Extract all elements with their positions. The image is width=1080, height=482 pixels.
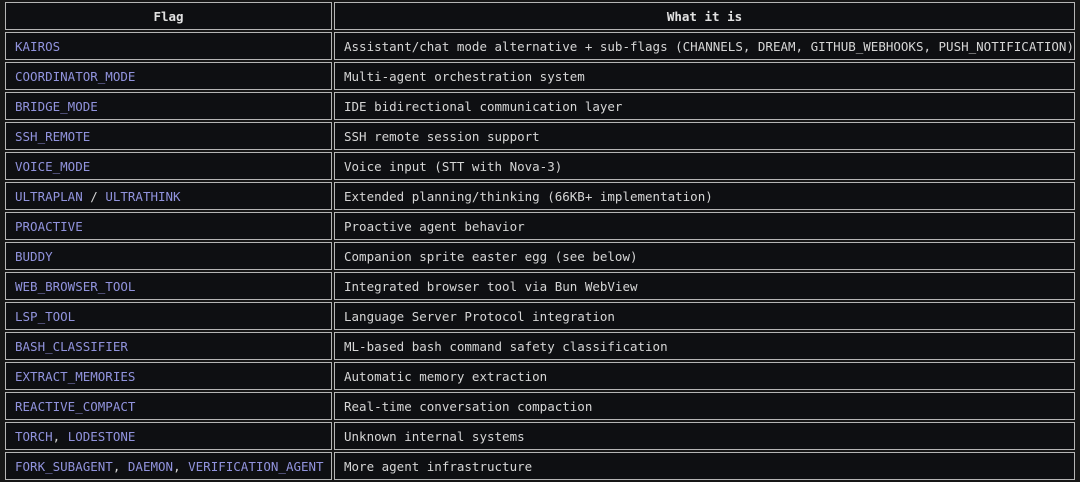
flag-name: DAEMON	[127, 458, 174, 474]
table-row: BRIDGE_MODE IDE bidirectional communicati…	[5, 92, 1075, 120]
table-row: BUDDY Companion sprite easter egg (see be…	[5, 242, 1075, 270]
description-cell: Companion sprite easter egg (see below)	[334, 242, 1075, 270]
flag-cell: BUDDY	[5, 242, 332, 270]
flag-cell: BRIDGE_MODE	[5, 92, 332, 120]
flag-name: PROACTIVE	[15, 218, 83, 234]
table-row: SSH_REMOTE SSH remote session support	[5, 122, 1075, 150]
flag-cell: FORK_SUBAGENT, DAEMON, VERIFICATION_AGEN…	[5, 452, 332, 480]
table-row: BASH_CLASSIFIER ML-based bash command saf…	[5, 332, 1075, 360]
table-row: WEB_BROWSER_TOOL Integrated browser tool …	[5, 272, 1075, 300]
table-row: VOICE_MODE Voice input (STT with Nova-3)	[5, 152, 1075, 180]
description-cell: Assistant/chat mode alternative + sub-fl…	[334, 32, 1075, 60]
description-cell: IDE bidirectional communication layer	[334, 92, 1075, 120]
description-cell: Automatic memory extraction	[334, 362, 1075, 390]
description-cell: Integrated browser tool via Bun WebView	[334, 272, 1075, 300]
flag-cell: EXTRACT_MEMORIES	[5, 362, 332, 390]
header-row: Flag What it is	[5, 2, 1075, 30]
description-cell: Real-time conversation compaction	[334, 392, 1075, 420]
feature-flags-table: Flag What it is KAIROS Assistant/chat mod…	[3, 0, 1077, 482]
flag-cell: LSP_TOOL	[5, 302, 332, 330]
flag-cell: TORCH, LODESTONE	[5, 422, 332, 450]
flag-name: LSP_TOOL	[15, 308, 76, 324]
description-cell: Proactive agent behavior	[334, 212, 1075, 240]
flag-cell: COORDINATOR_MODE	[5, 62, 332, 90]
table-header: Flag What it is	[5, 2, 1075, 30]
table-row: EXTRACT_MEMORIES Automatic memory extract…	[5, 362, 1075, 390]
flag-name: SSH_REMOTE	[15, 128, 91, 144]
description-cell: More agent infrastructure	[334, 452, 1075, 480]
flag-name: BASH_CLASSIFIER	[15, 338, 128, 354]
flag-name: COORDINATOR_MODE	[15, 68, 136, 84]
flag-name: WEB_BROWSER_TOOL	[15, 278, 136, 294]
flag-cell: ULTRAPLAN / ULTRATHINK	[5, 182, 332, 210]
flag-cell: WEB_BROWSER_TOOL	[5, 272, 332, 300]
table-row: LSP_TOOL Language Server Protocol integra…	[5, 302, 1075, 330]
table-body: KAIROS Assistant/chat mode alternative + …	[5, 32, 1075, 480]
flag-cell: VOICE_MODE	[5, 152, 332, 180]
flag-separator: ,	[173, 458, 189, 474]
flag-name: ULTRATHINK	[105, 188, 181, 204]
description-cell: ML-based bash command safety classificat…	[334, 332, 1075, 360]
description-cell: Multi-agent orchestration system	[334, 62, 1075, 90]
table-row: PROACTIVE Proactive agent behavior	[5, 212, 1075, 240]
description-cell: Extended planning/thinking (66KB+ implem…	[334, 182, 1075, 210]
description-column-header: What it is	[334, 2, 1075, 30]
description-cell: Unknown internal systems	[334, 422, 1075, 450]
description-cell: SSH remote session support	[334, 122, 1075, 150]
flag-name: REACTIVE_COMPACT	[15, 398, 136, 414]
flag-name: BUDDY	[15, 248, 53, 264]
flag-cell: REACTIVE_COMPACT	[5, 392, 332, 420]
table-row: FORK_SUBAGENT, DAEMON, VERIFICATION_AGEN…	[5, 452, 1075, 480]
table-row: COORDINATOR_MODE Multi-agent orchestratio…	[5, 62, 1075, 90]
flag-column-header: Flag	[5, 2, 332, 30]
flag-name: ULTRAPLAN	[15, 188, 83, 204]
table-row: REACTIVE_COMPACT Real-time conversation c…	[5, 392, 1075, 420]
flag-cell: BASH_CLASSIFIER	[5, 332, 332, 360]
flag-separator: ,	[52, 428, 68, 444]
flag-cell: PROACTIVE	[5, 212, 332, 240]
flag-name: LODESTONE	[67, 428, 136, 444]
table-row: KAIROS Assistant/chat mode alternative + …	[5, 32, 1075, 60]
flag-name: EXTRACT_MEMORIES	[15, 368, 136, 384]
description-cell: Voice input (STT with Nova-3)	[334, 152, 1075, 180]
flag-cell: KAIROS	[5, 32, 332, 60]
flag-separator: ,	[112, 458, 128, 474]
flag-name: BRIDGE_MODE	[15, 98, 98, 114]
flag-name: FORK_SUBAGENT	[15, 458, 113, 474]
flag-name: VERIFICATION_AGENT	[188, 458, 324, 474]
flag-name: KAIROS	[15, 38, 61, 54]
description-cell: Language Server Protocol integration	[334, 302, 1075, 330]
flag-cell: SSH_REMOTE	[5, 122, 332, 150]
flag-name: VOICE_MODE	[15, 158, 91, 174]
flag-name: TORCH	[15, 428, 53, 444]
flag-separator: /	[82, 188, 106, 204]
